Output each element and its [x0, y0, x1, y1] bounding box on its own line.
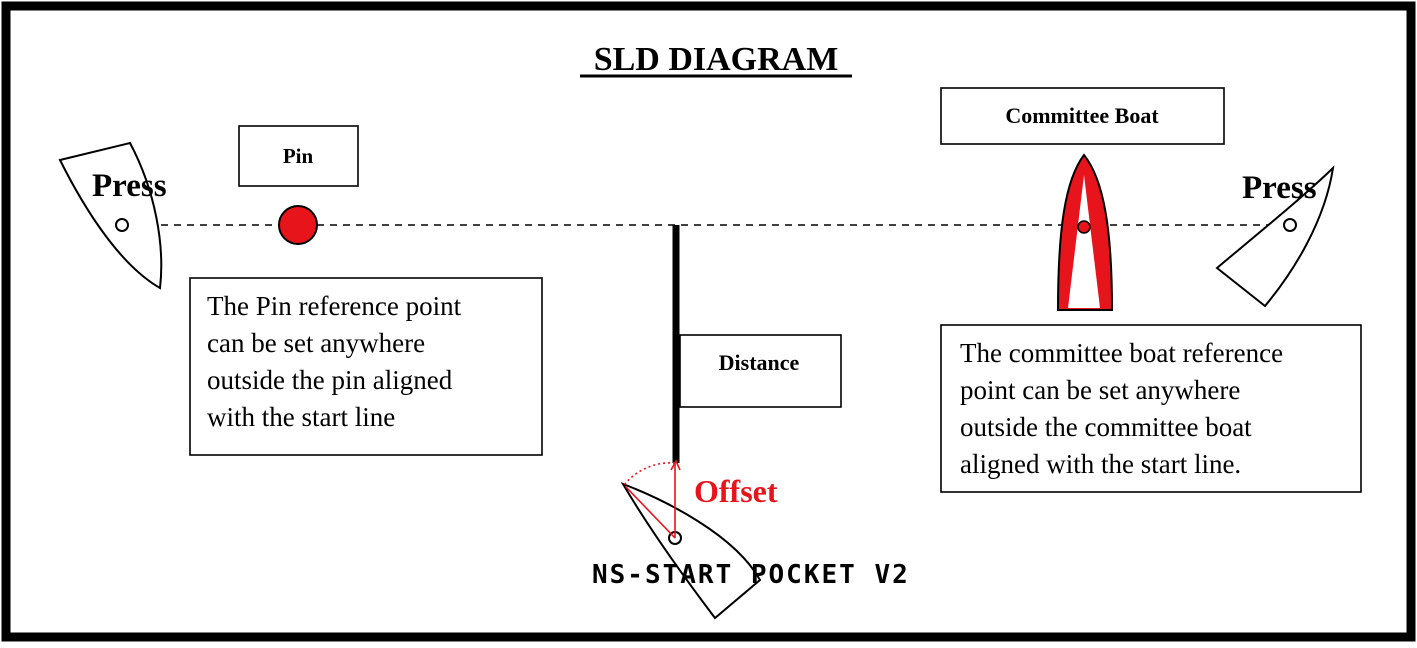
- pin-note-line-3: outside the pin aligned: [207, 365, 453, 395]
- pin-note-box: [189, 277, 543, 456]
- offset-arrowhead-icon: [670, 459, 681, 471]
- pin-note-line-4: with the start line: [207, 402, 395, 432]
- offset-diagonal: [625, 486, 676, 539]
- committee-note-line-1: The committee boat reference: [960, 338, 1283, 368]
- committee-note-line-2: point can be set anywhere: [960, 375, 1240, 405]
- press-boat-right: [1215, 165, 1335, 308]
- press-boat-right-hull-icon: [1215, 165, 1335, 308]
- offset-arc: [623, 462, 676, 486]
- press-label-right: Press: [1242, 170, 1317, 206]
- pin-note-line-1: The Pin reference point: [207, 291, 462, 321]
- brand-text: NS-START POCKET V2: [592, 560, 910, 590]
- distance-label-box: [679, 334, 842, 408]
- own-boat-hull-icon: [620, 482, 762, 620]
- committee-note-box: [940, 324, 1362, 493]
- diagram-title: SLD DIAGRAM: [594, 41, 839, 78]
- press-left-reference-point: [115, 218, 129, 232]
- committee-boat-label-box: [940, 87, 1225, 145]
- pin-mark-icon: [278, 205, 318, 245]
- committee-note-line-3: outside the committee boat: [960, 412, 1252, 442]
- press-right-reference-point: [1283, 218, 1297, 232]
- committee-note-line-4: aligned with the start line.: [960, 449, 1241, 479]
- committee-boat-label: Committee Boat: [1005, 103, 1159, 128]
- pin-note-line-2: can be set anywhere: [207, 328, 425, 358]
- press-boat-left: [58, 141, 163, 290]
- committee-boat-reference-point: [1077, 220, 1091, 234]
- press-boat-left-hull-icon: [58, 141, 163, 290]
- pin-label: Pin: [283, 144, 314, 168]
- distance-label: Distance: [719, 350, 800, 375]
- pin-label-box: [238, 125, 359, 187]
- committee-boat: [1056, 153, 1114, 311]
- offset-indicator: [623, 459, 681, 539]
- committee-boat-deck: [1068, 175, 1100, 308]
- offset-label: Offset: [694, 473, 778, 509]
- press-label-left: Press: [92, 168, 167, 204]
